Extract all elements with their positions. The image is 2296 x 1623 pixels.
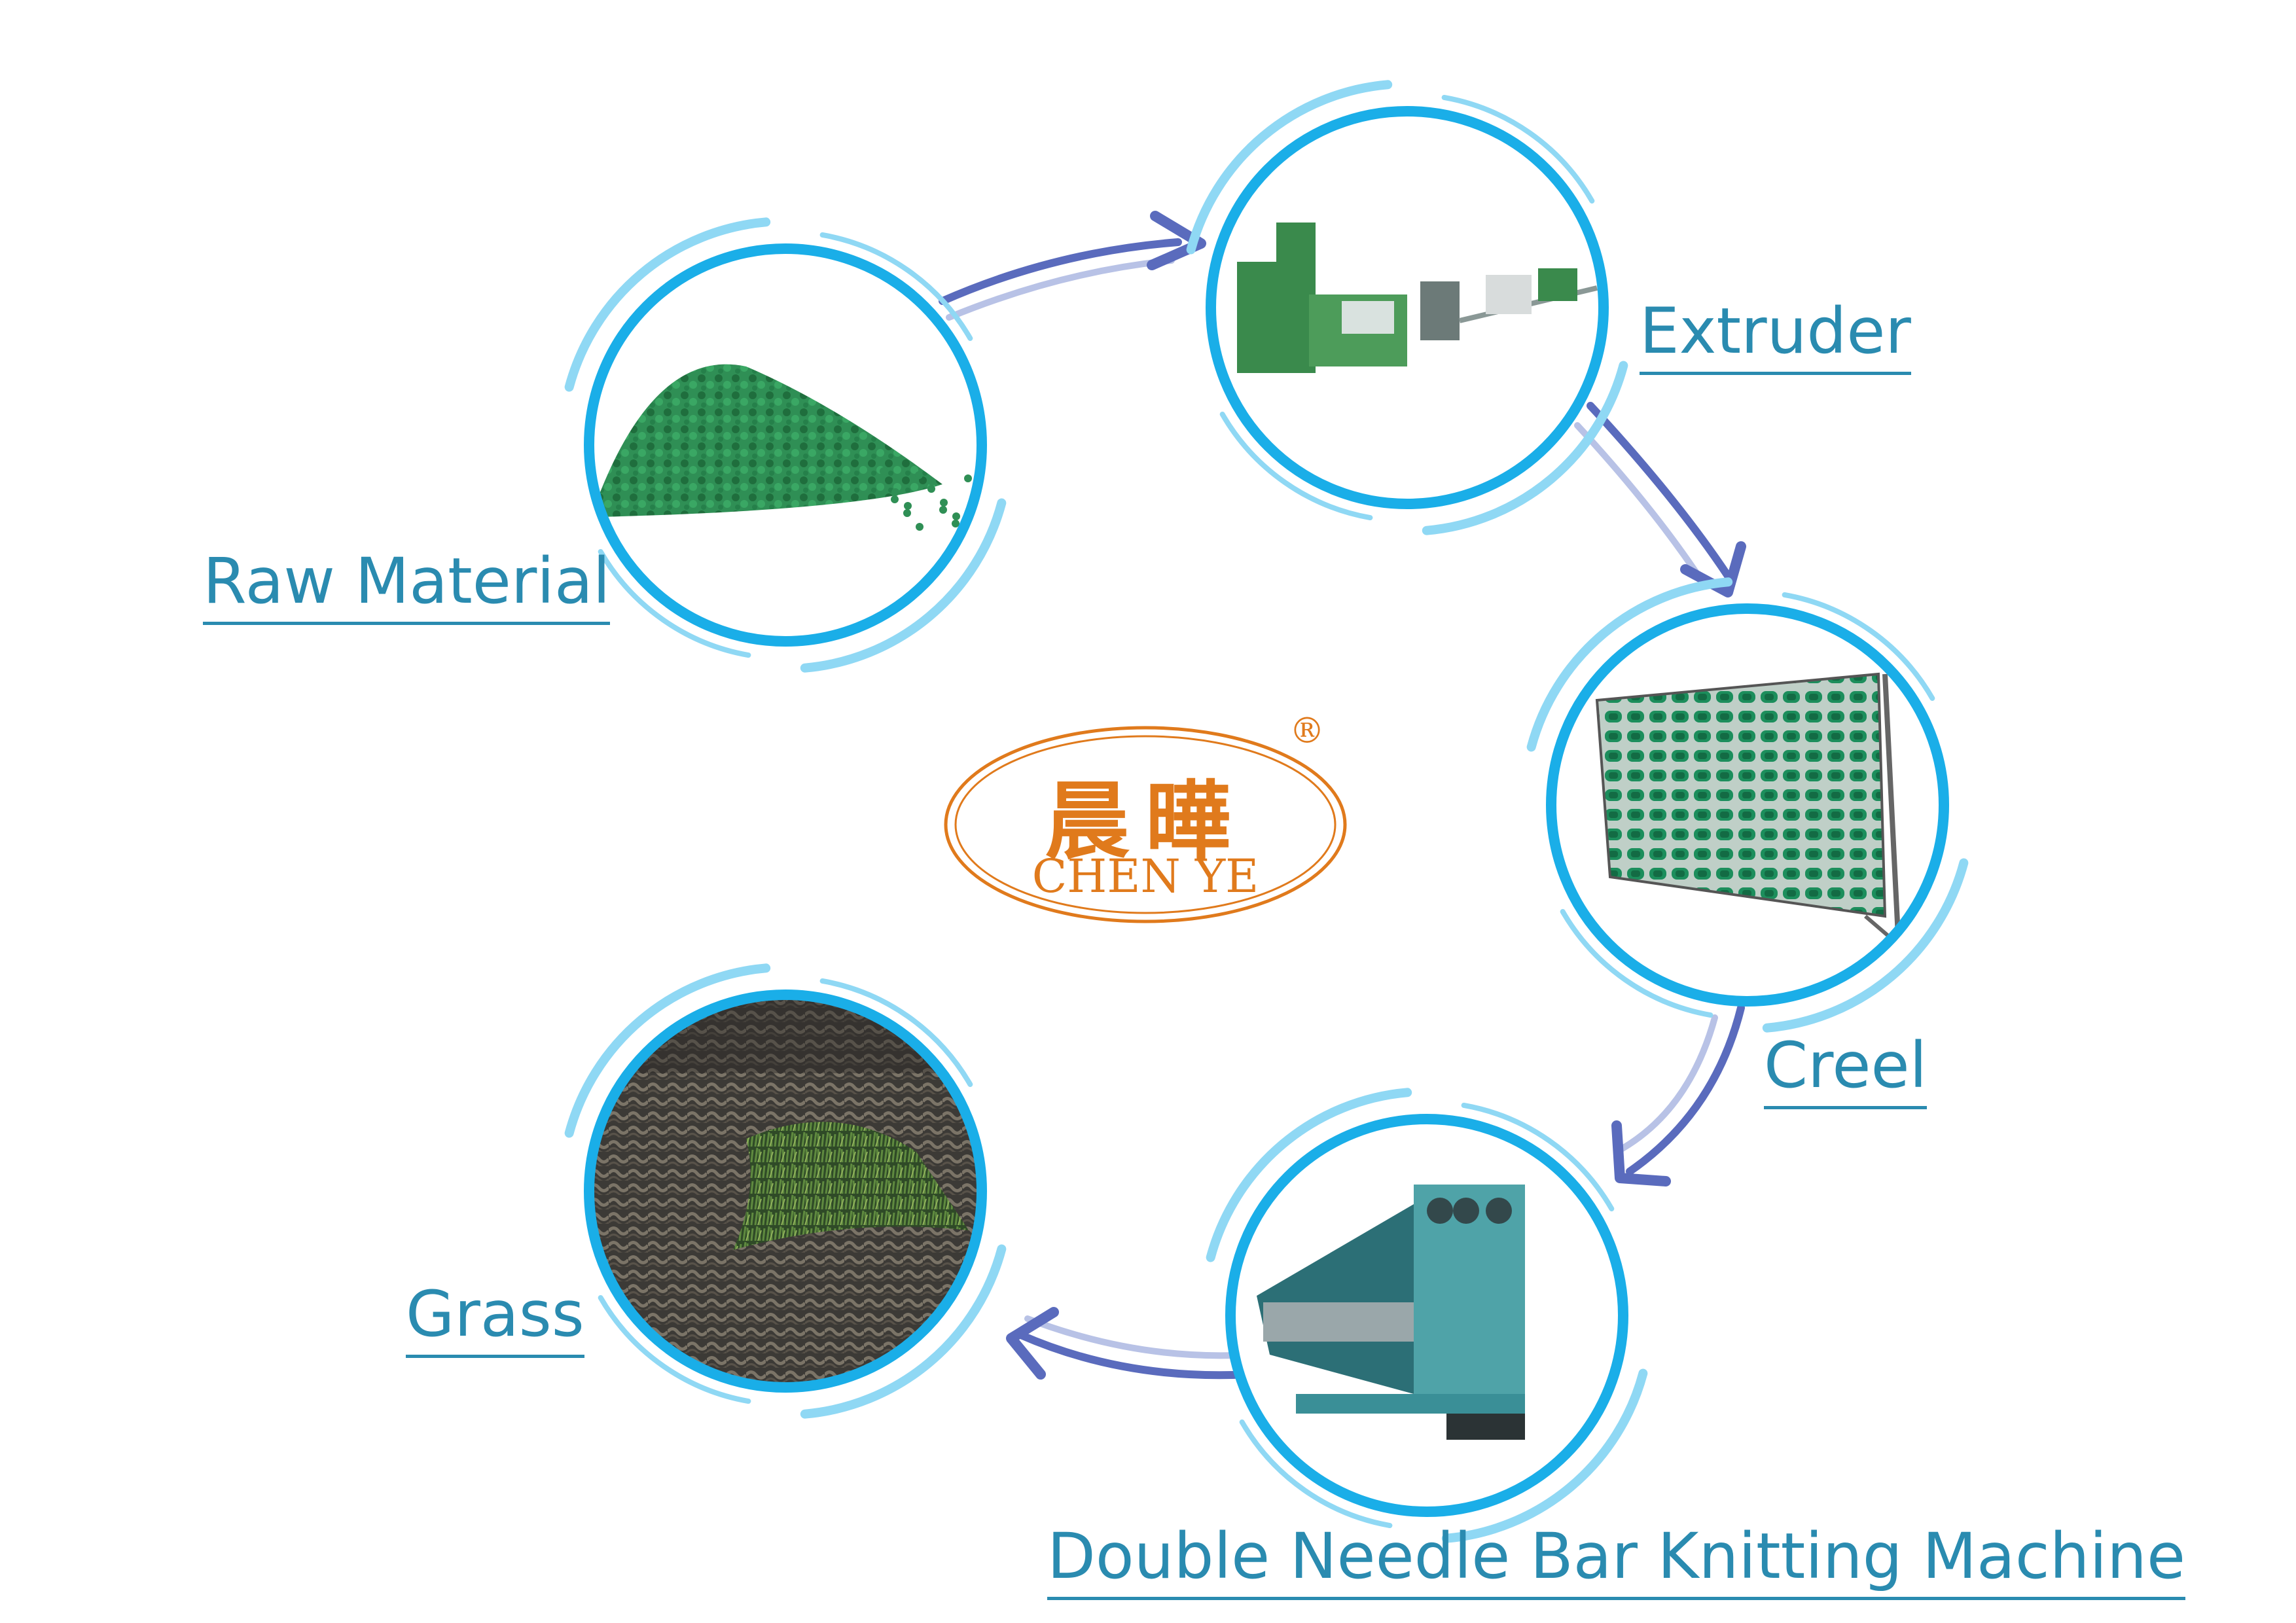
knitting-machine-photo [1230,1119,1623,1512]
step-ring [1546,603,1949,1007]
step-raw-material [564,217,1007,673]
logo-chinese-text: 晨曄 [1044,771,1246,871]
step-creel [1526,577,1969,1033]
label-raw-material: Raw Material [203,550,611,625]
ring-accent-arc [1239,1419,1393,1529]
ring-accent-arc [1461,1102,1615,1211]
label-creel: Creel [1764,1034,1928,1109]
flow-arrows [939,211,1746,1380]
step-ring [584,243,987,647]
ring-accent-arc [1560,909,1713,1018]
ring-accent-arc [1186,80,1393,255]
ring-accent-arc [1206,1088,1412,1262]
process-steps [564,80,1969,1543]
ring-accent-arc [1782,592,1935,701]
arrow-head [1611,1120,1671,1186]
ring-accent-arc [564,963,771,1138]
ring-accent-arc [1441,1368,1648,1543]
step-extruder [1186,80,1628,535]
logo-inner-ellipse [954,735,1336,914]
arrow-head [1006,1307,1059,1380]
extruder-machine-photo [1211,111,1604,504]
arrow-head [1147,211,1206,270]
ring-accent-arc [1441,94,1595,204]
ring-accent-arc [800,498,1007,673]
step-knitting-machine [1206,1088,1648,1543]
arrow-raw-to-extruder [939,211,1206,321]
ring-accent-arc [819,978,973,1087]
step-ring [584,990,987,1393]
logo-outer-ellipse [944,726,1347,923]
label-knitting-machine: Double Needle Bar Knitting Machine [1047,1525,2186,1600]
arrow-knitting-to-grass [1006,1307,1254,1380]
step-ring [1206,106,1609,509]
arrow-head [1680,541,1746,597]
label-extruder: Extruder [1640,300,1911,375]
ring-accent-arc [1422,361,1628,535]
label-grass: Grass [406,1283,584,1358]
artificial-grass-photo [589,995,982,1387]
ring-accent-arc [1762,858,1969,1033]
step-grass [564,963,1007,1419]
step-ring [1225,1114,1628,1517]
arrow-creel-to-knitting [1611,1004,1745,1186]
ring-accent-arc [1526,577,1733,752]
ring-accent-arc [598,549,751,658]
logo-english-text: CHEN YE [1031,849,1259,903]
ring-accent-arc [598,1295,751,1404]
creel-rack-photo [1551,609,1944,1001]
ring-accent-arc [819,232,973,341]
green-pellets-photo [589,249,982,641]
ring-accent-arc [800,1244,1007,1419]
arrow-extruder-to-creel [1574,402,1746,597]
ring-accent-arc [1219,412,1373,521]
registered-mark: ® [1289,710,1325,751]
ring-accent-arc [564,217,771,392]
chen-ye-logo [944,726,1347,923]
